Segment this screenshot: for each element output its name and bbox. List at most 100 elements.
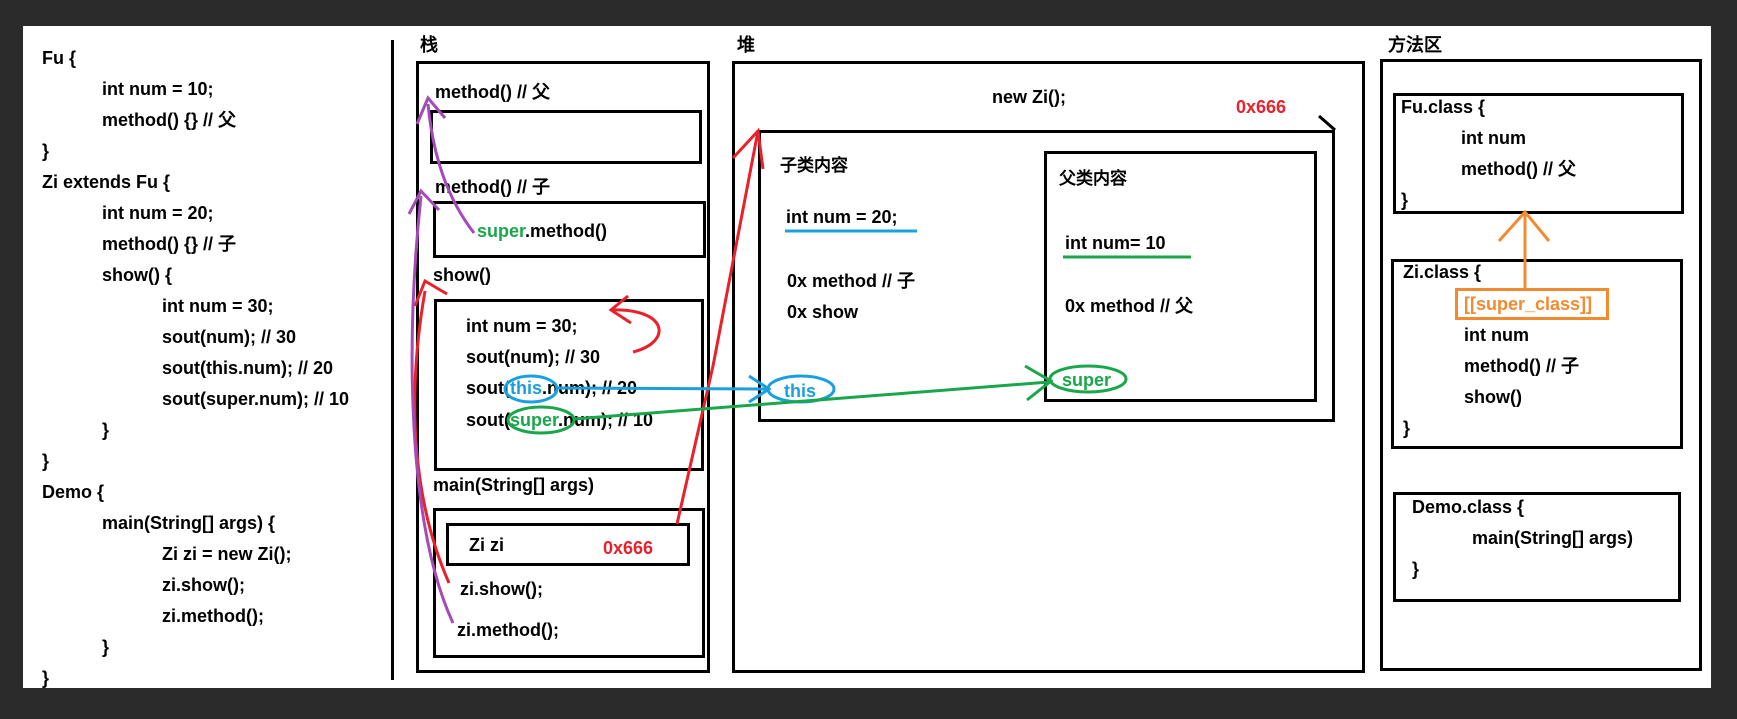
this-highlight (503, 374, 559, 404)
this-label: this (784, 381, 817, 401)
parent-content-title: 父类内容 (1059, 169, 1127, 188)
code-line: sout(this.num); // 20 (162, 358, 333, 378)
zi-class-header: Zi.class { (1403, 262, 1482, 282)
this-line-prefix: sout( (466, 378, 510, 398)
child-method-ref: 0x method // 子 (787, 271, 916, 291)
zi-class-method: method() // 子 (1464, 356, 1579, 376)
code-line: Fu { (42, 48, 76, 68)
zi-var-label: Zi zi (469, 535, 504, 555)
parent-method-ref: 0x method // 父 (1065, 296, 1194, 316)
child-show-ref: 0x show (787, 302, 859, 322)
code-line: method() {} // 父 (102, 110, 236, 130)
new-zi-label: new Zi(); (992, 87, 1066, 107)
frame-main-label: main(String[] args) (433, 475, 595, 495)
purple-arrow-super-call (426, 103, 476, 234)
frame-method-fu-label: method() // 父 (435, 82, 550, 102)
super-class-pointer: [[super_class]] (1464, 294, 1593, 314)
show-line: int num = 30; (466, 316, 578, 336)
code-line: Zi extends Fu { (42, 172, 171, 192)
red-arrowhead (413, 278, 448, 307)
code-line: int num = 10; (102, 79, 214, 99)
zi-var-address: 0x666 (603, 538, 654, 558)
super-highlight (506, 405, 576, 435)
blue-arrowhead (748, 374, 772, 404)
frame-show-label: show() (433, 265, 491, 285)
zi-class-close: } (1403, 418, 1411, 438)
diagram-canvas: Fu { int num = 10; method() {} // 父 } Zi… (23, 26, 1711, 688)
code-line: } (102, 637, 110, 657)
super-label: super (1062, 370, 1112, 390)
method-area-region (1380, 59, 1702, 671)
code-line: method() {} // 子 (102, 234, 236, 254)
red-arrowhead (731, 127, 765, 170)
code-line: show() { (102, 265, 172, 285)
green-arrowhead (1024, 364, 1054, 402)
code-line: } (42, 451, 50, 471)
code-line: Zi zi = new Zi(); (162, 544, 292, 564)
code-line: sout(super.num); // 10 (162, 389, 350, 409)
frame-method-zi-label: method() // 子 (435, 177, 550, 197)
code-line: } (102, 420, 110, 440)
orange-arrowhead (1497, 209, 1551, 243)
code-line: } (42, 141, 50, 161)
purple-arrowhead (407, 188, 441, 215)
red-arrowhead (608, 294, 632, 325)
code-line: int num = 20; (102, 203, 214, 223)
super-class-pointer-box (1455, 288, 1609, 320)
super-heap-highlight (1048, 364, 1128, 394)
code-line: Demo { (42, 482, 105, 502)
method-call-rest: .method() (525, 221, 608, 241)
zi-class-show: show() (1464, 387, 1522, 407)
heap-object-address: 0x666 (1236, 97, 1287, 117)
red-arrow-local-num (610, 308, 661, 354)
demo-class-close: } (1412, 559, 1420, 579)
demo-class-header: Demo.class { (1412, 497, 1525, 517)
method-area-title: 方法区 (1388, 35, 1442, 55)
code-line: } (42, 668, 50, 688)
heap-title: 堆 (737, 35, 755, 55)
frame-main-box (433, 508, 705, 658)
purple-arrow-method-call (410, 195, 455, 624)
fu-class-method: method() // 父 (1461, 159, 1576, 179)
parent-num-field: int num= 10 (1065, 233, 1166, 253)
fu-class-close: } (1401, 190, 1409, 210)
zi-class-box (1391, 259, 1683, 449)
fu-class-header: Fu.class { (1401, 97, 1486, 117)
fu-class-num: int num (1461, 128, 1526, 148)
separator-line (391, 40, 394, 680)
blue-arrow-this (556, 386, 768, 391)
show-line: sout(num); // 30 (466, 347, 600, 367)
green-arrow-super (573, 380, 1050, 421)
super-method-call: super.method() (477, 222, 607, 240)
heap-corner-tick (1318, 114, 1336, 132)
code-line: zi.method(); (162, 606, 264, 626)
purple-arrowhead (415, 95, 447, 125)
stack-title: 栈 (420, 35, 438, 55)
super-keyword: super (510, 410, 559, 430)
demo-class-main: main(String[] args) (1472, 528, 1634, 548)
zi-object-box (758, 130, 1335, 422)
child-num-field: int num = 20; (786, 207, 898, 227)
demo-class-box (1393, 492, 1681, 602)
zi-class-num: int num (1464, 325, 1529, 345)
code-line: sout(num); // 30 (162, 327, 296, 347)
this-keyword: this (510, 378, 543, 398)
frame-method-zi-box (433, 201, 706, 258)
frame-show-box (434, 299, 704, 471)
super-line-prefix: sout( (466, 410, 510, 430)
child-content-title: 子类内容 (780, 156, 848, 175)
zi-method-call: zi.method(); (457, 620, 559, 640)
red-arrow-main-to-heap (675, 130, 760, 525)
heap-region (732, 61, 1365, 673)
code-line: main(String[] args) { (102, 513, 276, 533)
red-arrow-show-call (413, 290, 451, 584)
stack-region (416, 61, 710, 673)
fu-class-box (1393, 93, 1684, 214)
annotation-overlay (407, 95, 1551, 624)
zi-show-call: zi.show(); (460, 579, 543, 599)
zi-var-box (446, 523, 690, 566)
parent-content-box (1044, 151, 1317, 402)
code-line: zi.show(); (162, 575, 245, 595)
code-line: int num = 30; (162, 296, 274, 316)
super-keyword: super (477, 221, 526, 241)
